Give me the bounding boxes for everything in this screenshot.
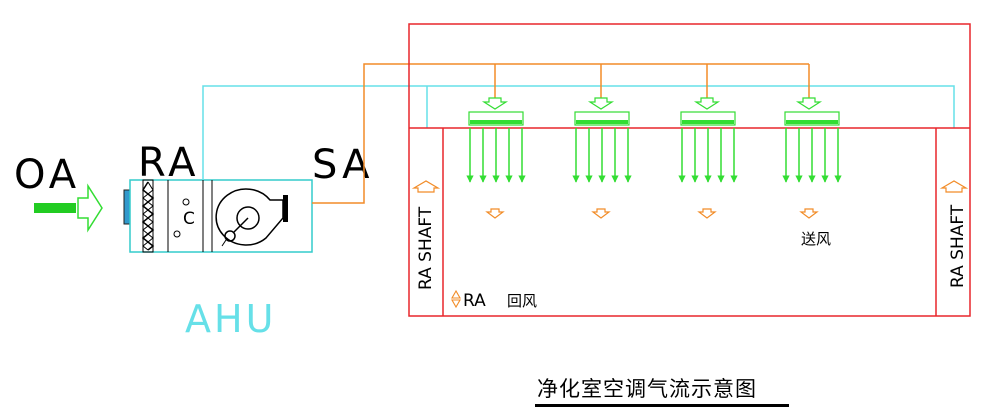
supply-air-label: 送风: [801, 230, 831, 248]
supply-air-arrow-icons: [485, 208, 819, 219]
zigzag-filter-icon: [141, 179, 155, 253]
ahu-damper: [123, 189, 131, 225]
downflow-arrows: [466, 128, 842, 183]
legend-ra-label: RA: [463, 291, 486, 311]
ra-label: RA: [138, 140, 200, 186]
oa-arrow-icon: [77, 183, 103, 233]
outdoor-air-inlet: OA: [14, 152, 103, 233]
ahu-unit: C AHU: [123, 179, 313, 341]
centrifugal-fan-icon: [215, 188, 288, 247]
ahu-c-label: C: [183, 209, 195, 229]
return-air-legend: RA 回风: [451, 289, 537, 311]
hepa-diffuser-icon: [468, 97, 840, 126]
ra-shaft-left-label: RA SHAFT: [416, 206, 436, 290]
ra-shaft-left-up-arrow-icon: [411, 180, 441, 193]
cooling-coil-icon: C: [167, 180, 213, 252]
sa-label: SA: [312, 142, 374, 188]
title-underline: [535, 404, 789, 407]
cleanroom-enclosure: [408, 23, 971, 317]
supply-air-duct: [312, 63, 810, 204]
ahu-casing: [129, 179, 313, 253]
oa-duct-bar: [34, 203, 76, 213]
ahu-label: AHU: [185, 297, 276, 341]
oa-label: OA: [14, 152, 80, 198]
diagram-title: 净化室空调气流示意图: [537, 377, 757, 401]
return-air-duct: [202, 85, 955, 180]
legend-updown-arrow-icon: [451, 289, 461, 309]
ra-shaft-right-up-arrow-icon: [939, 180, 969, 193]
ra-shaft-right-label: RA SHAFT: [948, 204, 968, 288]
return-air-label: 回风: [507, 292, 537, 310]
